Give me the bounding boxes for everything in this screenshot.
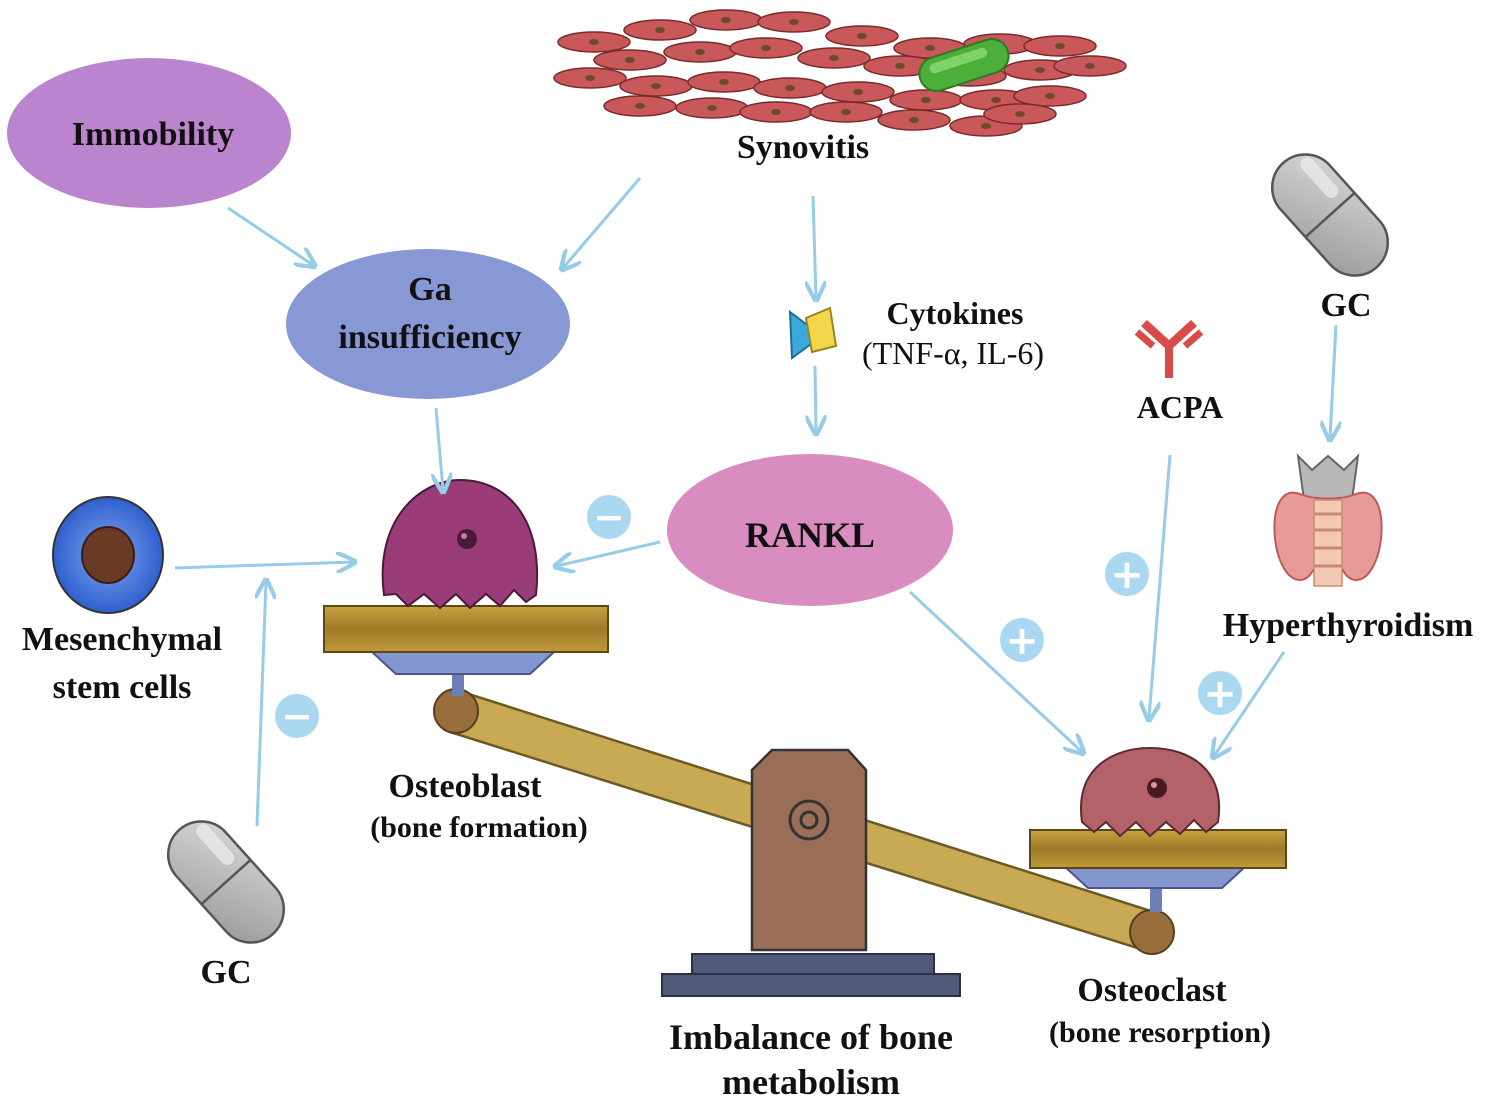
red-blood-cell-center xyxy=(785,85,795,91)
inhibition-sign: − xyxy=(587,495,631,539)
osteoclast-icon xyxy=(1029,746,1287,912)
red-blood-cell-center xyxy=(829,55,839,61)
arrow-cytokines-to-rankl xyxy=(815,365,816,432)
stem-cell-icon xyxy=(52,496,164,614)
red-blood-cell-center xyxy=(789,19,799,25)
hyperthyroidism-label: Hyperthyroidism xyxy=(1223,607,1474,644)
red-blood-cell-center xyxy=(761,45,771,51)
ga-label-line1: Ga xyxy=(408,271,451,308)
gc-top-label: GC xyxy=(1321,287,1372,324)
red-blood-cell-center xyxy=(695,49,705,55)
bacterium-icon xyxy=(918,38,1010,92)
arrow-hyperthyroidism-to-osteoclast xyxy=(1214,651,1286,756)
red-blood-cell-center xyxy=(925,45,935,51)
gc-bottom-label: GC xyxy=(201,954,252,991)
imbalance-label-line1: Imbalance of bone xyxy=(669,1017,953,1057)
arrow-msc-to-osteoblast xyxy=(174,562,353,568)
svg-text:+: + xyxy=(1203,671,1237,717)
red-blood-cell-center xyxy=(1055,43,1065,49)
pill-icon xyxy=(1270,153,1390,277)
cytokines-label: Cytokines xyxy=(887,295,1024,331)
red-blood-cell-center xyxy=(635,103,645,109)
inhibition-sign: − xyxy=(275,694,319,738)
immobility-node xyxy=(7,58,291,208)
synovitis-label: Synovitis xyxy=(737,129,869,166)
red-blood-cell-center xyxy=(655,27,665,33)
red-blood-cell-center xyxy=(719,79,729,85)
red-blood-cell-center xyxy=(1045,93,1055,99)
svg-text:+: + xyxy=(1110,552,1144,598)
red-blood-cell-center xyxy=(921,97,931,103)
cytokine-icon xyxy=(788,306,838,360)
red-blood-cell-center xyxy=(841,109,851,115)
arrow-gc-to-osteoblast xyxy=(257,582,266,827)
red-blood-cell-center xyxy=(1015,111,1025,117)
red-blood-cell-center xyxy=(895,63,905,69)
red-blood-cells-icon xyxy=(553,9,1127,137)
cytokines-detail: (TNF-α, IL-6) xyxy=(862,335,1044,371)
red-blood-cell-center xyxy=(1035,67,1045,73)
red-blood-cell-center xyxy=(721,17,731,23)
red-blood-cell-center xyxy=(585,75,595,81)
red-blood-cell-center xyxy=(651,83,661,89)
red-blood-cell-center xyxy=(589,39,599,45)
thyroid-icon xyxy=(1273,453,1383,587)
arrow-synovitis-to-cytokines xyxy=(813,195,816,298)
red-blood-cell-center xyxy=(771,109,781,115)
red-blood-cell-center xyxy=(857,33,867,39)
red-blood-cell-center xyxy=(1085,63,1095,69)
activation-sign: + xyxy=(1198,671,1242,717)
balance-scale-icon xyxy=(433,688,1175,997)
arrow-gc-to-hyperthyroidism xyxy=(1330,324,1336,438)
osteoblast-icon xyxy=(323,478,609,696)
svg-text:−: − xyxy=(593,495,625,539)
acpa-label: ACPA xyxy=(1137,389,1224,425)
svg-text:−: − xyxy=(281,694,313,738)
osteoblast-label: Osteoblast xyxy=(389,768,543,805)
arrow-immobility-to-ga xyxy=(227,206,313,265)
red-blood-cell-center xyxy=(981,123,991,129)
red-blood-cell-center xyxy=(909,117,919,123)
red-blood-cell-center xyxy=(707,105,717,111)
activation-sign: + xyxy=(1000,618,1044,664)
osteoblast-sub-label: (bone formation) xyxy=(370,811,587,844)
antibody-icon xyxy=(1134,320,1204,378)
activation-sign: + xyxy=(1105,552,1149,598)
ga-label-line2: insufficiency xyxy=(338,319,521,356)
arrow-rankl-to-osteoclast xyxy=(908,590,1082,752)
msc-label-line2: stem cells xyxy=(53,669,192,706)
osteoclast-label: Osteoclast xyxy=(1077,972,1227,1009)
svg-text:+: + xyxy=(1005,618,1039,664)
rankl-node xyxy=(667,454,953,606)
msc-label-line1: Mesenchymal xyxy=(22,621,222,658)
red-blood-cell-center xyxy=(625,57,635,63)
red-blood-cell-center xyxy=(991,97,1001,103)
ga-insufficiency-node xyxy=(286,249,570,399)
imbalance-label-line2: metabolism xyxy=(722,1062,900,1100)
arrow-rankl-to-osteoblast xyxy=(557,540,661,566)
rankl-label: RANKL xyxy=(745,515,875,555)
arrow-synovitis-to-ga xyxy=(563,177,642,268)
immobility-label: Immobility xyxy=(72,116,234,153)
osteoclast-sub-label: (bone resorption) xyxy=(1049,1016,1271,1049)
red-blood-cell-center xyxy=(853,89,863,95)
arrow-ga-to-osteoblast xyxy=(436,407,443,490)
pill-icon xyxy=(166,820,286,944)
arrow-acpa-to-osteoclast xyxy=(1149,454,1172,718)
